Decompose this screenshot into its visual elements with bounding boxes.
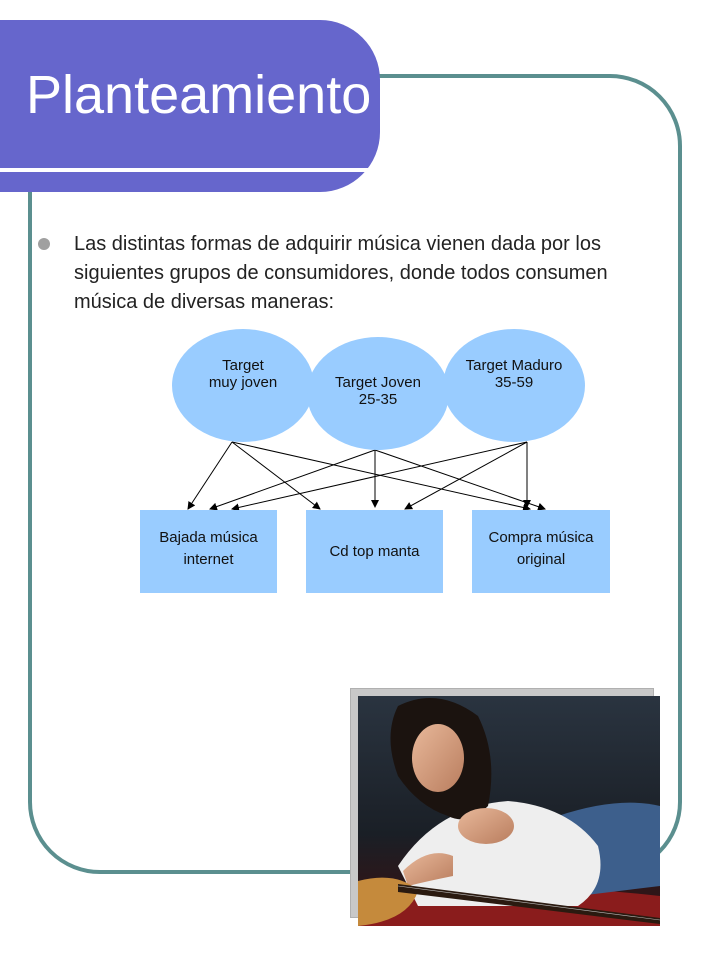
- target-muy-joven: Target muy joven: [172, 329, 314, 442]
- woman-with-guitar-photo: [358, 696, 660, 926]
- target-label-line2: muy joven: [208, 373, 278, 391]
- target-label-line2: 25-35: [358, 390, 398, 408]
- target-maduro: Target Maduro 35-59: [443, 329, 585, 442]
- arrow-muyjoven-cd: [231, 441, 321, 510]
- channel-bajada-internet: Bajada música internet: [140, 510, 277, 593]
- channel-compra-original: Compra música original: [472, 510, 610, 593]
- title-banner: [0, 20, 380, 192]
- arrow-maduro-bajada: [231, 441, 528, 512]
- channel-label-line1: Compra música: [488, 528, 594, 546]
- title-underline: [0, 168, 380, 172]
- target-label-line1: Target Maduro: [465, 356, 563, 374]
- slide-title: Planteamiento: [26, 65, 372, 125]
- bullet-text: Las distintas formas de adquirir música …: [74, 233, 608, 313]
- channel-label-line2: internet: [183, 550, 234, 568]
- target-label-line1: Target Joven: [335, 373, 421, 391]
- channel-label-line1: Cd top manta: [329, 542, 420, 560]
- arrow-joven-bajada: [209, 449, 376, 511]
- target-label-line1: Target: [222, 356, 264, 374]
- arrow-maduro-cd: [404, 441, 528, 510]
- arrow-muyjoven-bajada: [187, 441, 233, 510]
- channel-label-line1: Bajada música: [159, 528, 258, 546]
- target-label-line2: 35-59: [494, 373, 534, 391]
- channel-cd-top-manta: Cd top manta: [306, 510, 443, 593]
- arrow-joven-compra: [374, 449, 546, 511]
- target-joven: Target Joven 25-35: [307, 337, 449, 450]
- bullet-point-icon: [38, 238, 50, 250]
- channel-label-line2: original: [516, 550, 566, 568]
